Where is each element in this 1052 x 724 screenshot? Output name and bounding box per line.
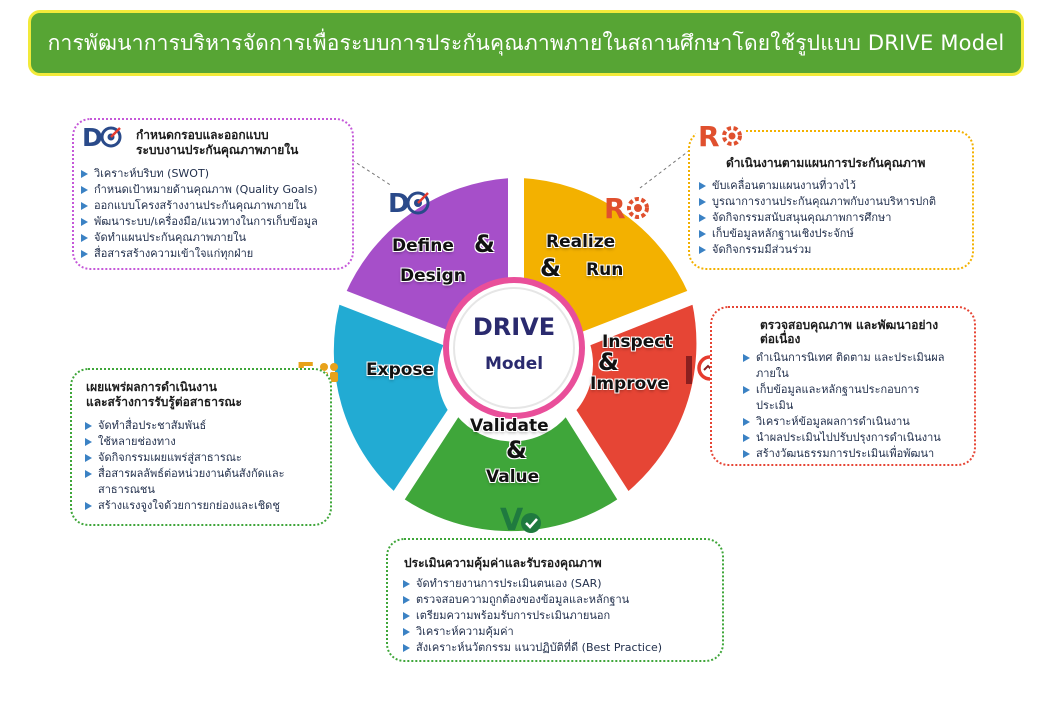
list-item: สื่อสารสร้างความเข้าใจแก่ทุกฝ่าย: [80, 246, 318, 262]
list-item: วิเคราะห์บริบท (SWOT): [80, 166, 318, 182]
list-item: จัดกิจกรรมมีส่วนร่วม: [698, 242, 936, 258]
expose-box-list: จัดทำสื่อประชาสัมพันธ์ ใช้หลายช่องทาง จั…: [84, 418, 285, 514]
inspect-box-list: ดำเนินการนิเทศ ติดตาม และประเมินผล ภายใน…: [742, 350, 944, 462]
define-box: D กำหนดกรอบและออกแบบ ระบบงานประกันคุณภาพ…: [72, 118, 354, 270]
list-item: จัดกิจกรรมสนับสนุนคุณภาพการศึกษา: [698, 210, 936, 226]
realize-box-title: ดำเนินงานตามแผนการประกันคุณภาพ: [726, 156, 926, 170]
list-item: สร้างวัฒนธรรมการประเมินเพื่อพัฒนา: [742, 446, 944, 462]
center-title-drive: DRIVE: [472, 313, 556, 341]
expose-segment: [329, 299, 453, 498]
validate-box-list: จัดทำรายงานการประเมินตนเอง (SAR) ตรวจสอบ…: [402, 576, 662, 656]
svg-text:V: V: [500, 503, 524, 538]
validate-check-icon: V: [500, 503, 541, 538]
svg-text:R: R: [698, 120, 720, 152]
define-box-list: วิเคราะห์บริบท (SWOT) กำหนดเป้าหมายด้านค…: [80, 166, 318, 262]
define-label-word2: Design: [400, 266, 466, 286]
list-item: เก็บข้อมูลหลักฐานเชิงประจักษ์: [698, 226, 936, 242]
expose-box-title-line2: และสร้างการรับรู้ต่อสาธารณะ: [86, 395, 243, 409]
list-item: นำผลประเมินไปปรับปรุงการดำเนินงาน: [742, 430, 944, 446]
inspect-label-word1: Inspect: [602, 332, 673, 352]
page-title: การพัฒนาการบริหารจัดการเพื่อระบบการประกั…: [47, 30, 1005, 55]
inspect-label-amp: &: [598, 348, 619, 376]
define-leader-line: [351, 159, 393, 187]
expose-box-title-line1: เผยแพร่ผลการดำเนินงาน: [86, 380, 217, 394]
list-item: ใช้หลายช่องทาง: [84, 434, 285, 450]
validate-segment: [399, 410, 623, 536]
list-item: จัดทำสื่อประชาสัมพันธ์: [84, 418, 285, 434]
list-item: ประเมิน: [756, 399, 794, 412]
center-inner: [453, 287, 575, 409]
list-item: จัดกิจกรรมเผยแพร่สู่สาธารณะ: [84, 450, 285, 466]
validate-box: ประเมินความคุ้มค่าและรับรองคุณภาพ จัดทำร…: [386, 538, 724, 662]
center-title-model: Model: [484, 354, 544, 374]
validate-label-amp: &: [506, 436, 527, 464]
list-item: สังเคราะห์นวัตกรรม แนวปฏิบัติที่ดี (Best…: [402, 640, 662, 656]
list-item: เตรียมความพร้อมรับการประเมินภายนอก: [402, 608, 662, 624]
realize-label-amp: &: [540, 254, 561, 282]
list-item: ตรวจสอบความถูกต้องของข้อมูลและหลักฐาน: [402, 592, 662, 608]
realize-box-icon: R: [696, 118, 744, 152]
list-item: สร้างแรงจูงใจด้วยการยกย่องและเชิดชู: [84, 498, 285, 514]
list-item: กำหนดเป้าหมายด้านคุณภาพ (Quality Goals): [80, 182, 318, 198]
svg-text:D: D: [388, 189, 410, 219]
list-item: วิเคราะห์ความคุ้มค่า: [402, 624, 662, 640]
realize-label-word1: Realize: [546, 232, 616, 252]
svg-text:D: D: [82, 123, 103, 152]
list-item: ภายใน: [756, 367, 789, 380]
realize-box-list: ขับเคลื่อนตามแผนงานที่วางไว้ บูรณาการงาน…: [698, 178, 936, 258]
inspect-label-word2: Improve: [590, 374, 669, 394]
validate-box-title: ประเมินความคุ้มค่าและรับรองคุณภาพ: [404, 556, 602, 570]
inspect-box: ตรวจสอบคุณภาพ และพัฒนาอย่าง ต่อเนื่อง ดำ…: [710, 306, 976, 466]
inspect-segment: [571, 299, 701, 497]
list-item: สื่อสารผลลัพธ์ต่อหน่วยงานต้นสังกัดและ: [84, 466, 285, 482]
define-box-icon: D: [82, 123, 122, 152]
list-item: ดำเนินการนิเทศ ติดตาม และประเมินผล: [742, 350, 944, 366]
list-item: ขับเคลื่อนตามแผนงานที่วางไว้: [698, 178, 936, 194]
title-banner: การพัฒนาการบริหารจัดการเพื่อระบบการประกั…: [28, 10, 1024, 76]
list-item: บูรณาการงานประกันคุณภาพกับงานบริหารปกติ: [698, 194, 936, 210]
validate-label-word2: Value: [486, 467, 540, 487]
define-box-title-line2: ระบบงานประกันคุณภาพภายใน: [136, 143, 299, 157]
realize-label-word2: Run: [586, 260, 624, 280]
list-item: สาธารณชน: [98, 483, 155, 496]
realize-gear-icon: R: [604, 192, 649, 225]
realize-leader-line: [639, 149, 691, 189]
define-label-amp: &: [474, 230, 495, 258]
list-item: พัฒนาระบบ/เครื่องมือ/แนวทางในการเก็บข้อม…: [80, 214, 318, 230]
inspect-box-title-line2: ต่อเนื่อง: [760, 332, 801, 346]
list-item: ออกแบบโครงสร้างงานประกันคุณภาพภายใน: [80, 198, 318, 214]
inspect-box-title-line1: ตรวจสอบคุณภาพ และพัฒนาอย่าง: [760, 318, 939, 332]
define-box-title-line1: กำหนดกรอบและออกแบบ: [136, 128, 269, 142]
expose-box: เผยแพร่ผลการดำเนินงาน และสร้างการรับรู้ต…: [70, 368, 332, 526]
list-item: เก็บข้อมูลและหลักฐานประกอบการ: [742, 382, 944, 398]
svg-text:R: R: [604, 192, 626, 225]
list-item: จัดทำแผนประกันคุณภาพภายใน: [80, 230, 318, 246]
define-target-icon: D: [388, 189, 430, 219]
realize-box: R ดำเนินงานตามแผนการประกันคุณภาพ ขับเคลื…: [688, 118, 974, 270]
list-item: วิเคราะห์ข้อมูลผลการดำเนินงาน: [742, 414, 944, 430]
list-item: จัดทำรายงานการประเมินตนเอง (SAR): [402, 576, 662, 592]
expose-label-word1: Expose: [366, 360, 435, 380]
validate-label-word1: Validate: [470, 416, 549, 436]
define-label-word1: Define: [392, 236, 454, 256]
